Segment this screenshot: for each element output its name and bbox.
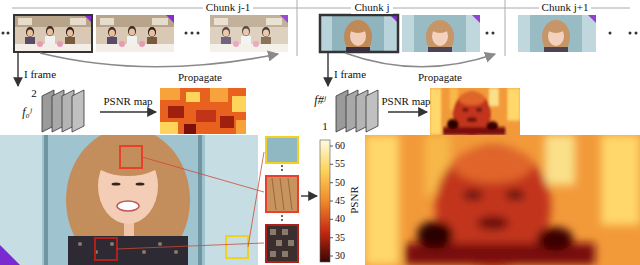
video-frame <box>518 15 596 54</box>
tick-label: 60 <box>335 140 345 152</box>
chunk-header: Chunk j-1 <box>203 1 253 14</box>
chunk-label: Chunk j-1 <box>206 1 250 14</box>
i-frame-arrow <box>327 53 328 86</box>
ellipsis-dots <box>2 32 638 35</box>
tick-label: 50 <box>335 177 345 189</box>
chunk-label: Chunk j <box>354 1 389 14</box>
video-frame <box>14 15 92 52</box>
callout-number: 2 <box>31 87 37 99</box>
arrow-label: PSNR map <box>381 95 430 107</box>
chunk-header: Chunk j <box>351 1 392 14</box>
video-frame <box>402 15 480 54</box>
i-frame-border <box>14 15 92 52</box>
tick-label: 55 <box>335 158 345 170</box>
tick-label: 30 <box>335 250 345 262</box>
filmstrip <box>2 0 638 56</box>
feature-symbol: f₀ʲ <box>22 106 31 118</box>
patch-arrow <box>301 195 317 196</box>
arrow-label: Propagate <box>178 71 222 83</box>
chunk-header: Chunk j+1 <box>539 1 592 14</box>
patch-marker <box>95 238 117 260</box>
video-frame <box>210 15 288 52</box>
psnr-arrow <box>388 111 427 112</box>
i-frame-arrow <box>17 53 18 86</box>
video-frame <box>320 15 398 54</box>
i-frame-border <box>320 15 398 52</box>
feature-stack <box>42 90 84 132</box>
arrow-label: Propagate <box>418 71 462 83</box>
patch-marker <box>226 236 248 258</box>
colorbar <box>320 140 333 262</box>
feature-stack <box>336 90 378 132</box>
propagate-arcs <box>40 53 495 67</box>
chunk-label: Chunk j+1 <box>542 1 589 14</box>
leader-lines <box>117 152 264 249</box>
chunk-divider <box>505 0 506 56</box>
tick-label: 35 <box>335 232 345 244</box>
stage-label: I frame <box>334 68 366 80</box>
patch-marker <box>120 146 142 168</box>
axis-title: PSNR <box>348 186 360 214</box>
feature-symbol: f#ʲ <box>314 94 325 106</box>
arrow-label: PSNR map <box>103 95 152 107</box>
tick-label: 40 <box>335 213 345 225</box>
video-frame <box>96 15 174 52</box>
video-still <box>0 135 258 265</box>
psnr-arrow <box>100 111 156 112</box>
psnr-map-small <box>430 88 520 136</box>
chunk-divider <box>297 0 298 56</box>
psnr-map-blocky <box>160 88 246 134</box>
tick-label: 45 <box>335 195 345 207</box>
psnr-map-large <box>365 135 640 265</box>
stage-label: I frame <box>24 68 56 80</box>
callout-number: 1 <box>322 120 328 132</box>
propagate-arc <box>40 53 278 67</box>
image-patches <box>266 137 298 262</box>
strip-line <box>12 8 630 9</box>
propagate-arc <box>345 53 495 67</box>
